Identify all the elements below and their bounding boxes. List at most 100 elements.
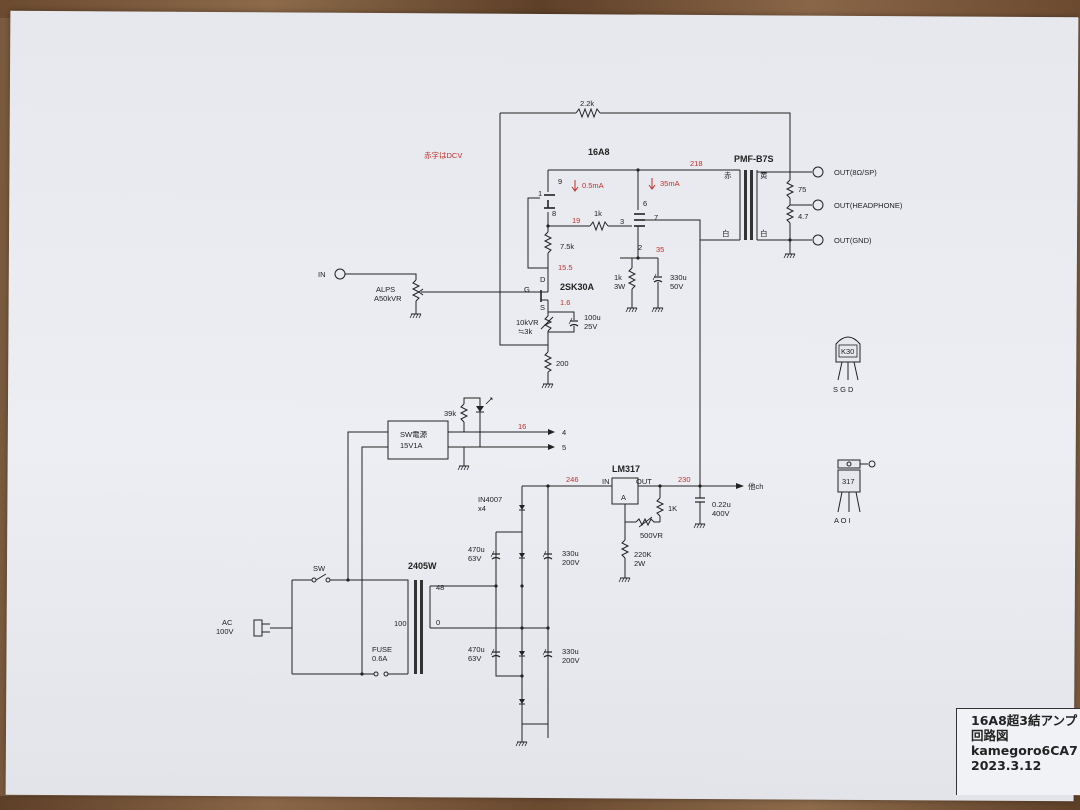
k30-name: K30 — [841, 347, 854, 356]
out-gnd-label: OUT(GND) — [834, 236, 872, 245]
reg-in-pin: IN — [602, 477, 610, 486]
voltage-246: 246 — [566, 475, 579, 484]
pin-8: 8 — [552, 209, 556, 218]
c-source-label: 100u — [584, 313, 601, 322]
c-filter3-volt: 63V — [468, 654, 481, 663]
pt-tap-0: 0 — [436, 618, 440, 627]
out-sp-label: OUT(8Ω/SP) — [834, 168, 877, 177]
voltage-218: 218 — [690, 159, 703, 168]
heater-pin-4: 4 — [562, 428, 566, 437]
c-source-volt: 25V — [584, 322, 597, 331]
drawing-title: 16A8超3結アンプ — [971, 713, 1078, 728]
r-cathode-watt: 3W — [614, 282, 626, 291]
r-out-47-label: 4.7 — [798, 212, 808, 221]
r-led-label: 39k — [444, 409, 456, 418]
output-jack-headphone — [812, 199, 824, 211]
fet-source-pin: S — [540, 303, 545, 312]
output-transformer-label: PMF-B7S — [734, 154, 774, 164]
r-adj-label: 1K — [668, 504, 677, 513]
input-label: IN — [318, 270, 326, 279]
pin-2: 2 — [638, 243, 642, 252]
ot-white-primary-label: 白 — [722, 228, 730, 238]
ac-label: AC — [222, 618, 233, 627]
out-headphone-label: OUT(HEADPHONE) — [834, 201, 903, 210]
diode-count: x4 — [478, 504, 486, 513]
switch-label: SW — [313, 564, 326, 573]
c-filter1-volt: 63V — [468, 554, 481, 563]
k30-pinout: K30 S G D — [833, 336, 861, 394]
c-filter2-volt: 200V — [562, 558, 580, 567]
voltage-35: 35 — [656, 245, 664, 254]
r-drain-label: 7.5k — [560, 242, 574, 251]
c-filter3-label: 470u — [468, 645, 485, 654]
c-filter4-volt: 200V — [562, 656, 580, 665]
output-jack-gnd — [812, 234, 824, 246]
c-filter2-label: 330u — [562, 549, 579, 558]
c-out-volt: 400V — [712, 509, 730, 518]
pin-3: 3 — [620, 217, 624, 226]
r-cathode-label: 1k — [614, 273, 622, 282]
fuse-value: 0.6A — [372, 654, 387, 663]
output-jack-sp — [812, 166, 824, 178]
lm317-pinout: 317 A O I — [834, 459, 876, 525]
lm317-pins: A O I — [834, 516, 851, 525]
voltage-15-5: 15.5 — [558, 263, 573, 272]
fet-drain-pin: D — [540, 275, 546, 284]
drawing-author: kamegoro6CA7 — [971, 743, 1078, 758]
power-transformer-label: 2405W — [408, 561, 437, 571]
k30-pins: S G D — [833, 385, 854, 394]
power-supply: AC 100V SW FUSE 0.6A 100 2405W 48 0 — [216, 240, 763, 747]
r-source-vr-note: ≒3k — [518, 327, 532, 336]
sw-psu-rating: 15V1A — [400, 441, 423, 450]
heater-pin-5: 5 — [562, 443, 566, 452]
drawing-subtitle: 回路図 — [971, 728, 1009, 743]
voltage-16: 16 — [518, 422, 526, 431]
input-jack — [334, 268, 346, 280]
reg-out-pin: OUT — [636, 477, 652, 486]
dcv-note: 赤字はDCV — [424, 150, 462, 160]
c-out-label: 0.22u — [712, 500, 731, 509]
pt-tap-48: 48 — [436, 583, 444, 592]
sw-psu-box — [387, 420, 449, 460]
pin-6: 6 — [643, 199, 647, 208]
lm317-name: 317 — [842, 477, 855, 486]
amp-section: 2.2k 16A8 218 赤字はDCV 9 1 8 0.5mA 7.5k 15… — [318, 99, 903, 389]
vr-adj-label: 500VR — [640, 531, 664, 540]
ot-red-label: 赤 — [724, 171, 732, 180]
voltage-1-6: 1.6 — [560, 298, 570, 307]
r-bleed-watt: 2W — [634, 559, 646, 568]
current-35ma: 35mA — [660, 179, 680, 188]
volume-pot-value: A50kVR — [374, 294, 402, 303]
c-filter1-label: 470u — [468, 545, 485, 554]
pt-primary-label: 100 — [394, 619, 407, 628]
tube-label: 16A8 — [588, 147, 610, 157]
sw-psu-label: SW電源 — [400, 430, 428, 439]
fuse-label: FUSE — [372, 645, 392, 654]
ot-yellow-label: 黄 — [760, 170, 768, 180]
r-source-label: 200 — [556, 359, 569, 368]
reg-adj-pin: A — [621, 493, 626, 502]
r-grid-label: 1k — [594, 209, 602, 218]
r-nfb-label: 2.2k — [580, 99, 594, 108]
drawing-date: 2023.3.12 — [971, 758, 1042, 773]
current-05ma: 0.5mA — [582, 181, 604, 190]
voltage-230: 230 — [678, 475, 691, 484]
heater-supply: SW電源 15V1A 4 5 16 39k — [347, 397, 566, 674]
pin-9: 9 — [558, 177, 562, 186]
title-block: 16A8超3結アンプ 回路図 kamegoro6CA7 2023.3.12 — [956, 708, 1080, 795]
c-filter4-label: 330u — [562, 647, 579, 656]
fet-gate-pin: G — [524, 285, 530, 294]
r-out-75-label: 75 — [798, 185, 806, 194]
fet-label: 2SK30A — [560, 282, 595, 292]
regulator-label: LM317 — [612, 464, 640, 474]
voltage-19: 19 — [572, 216, 580, 225]
ac-voltage-label: 100V — [216, 627, 234, 636]
ot-white-secondary-label: 白 — [760, 228, 768, 238]
volume-pot-brand: ALPS — [376, 285, 395, 294]
c-cathode-volt: 50V — [670, 282, 683, 291]
pin-1: 1 — [538, 189, 542, 198]
r-source-vr-label: 10kVR — [516, 318, 539, 327]
pin-7: 7 — [654, 213, 658, 222]
diode-label: IN4007 — [478, 495, 502, 504]
